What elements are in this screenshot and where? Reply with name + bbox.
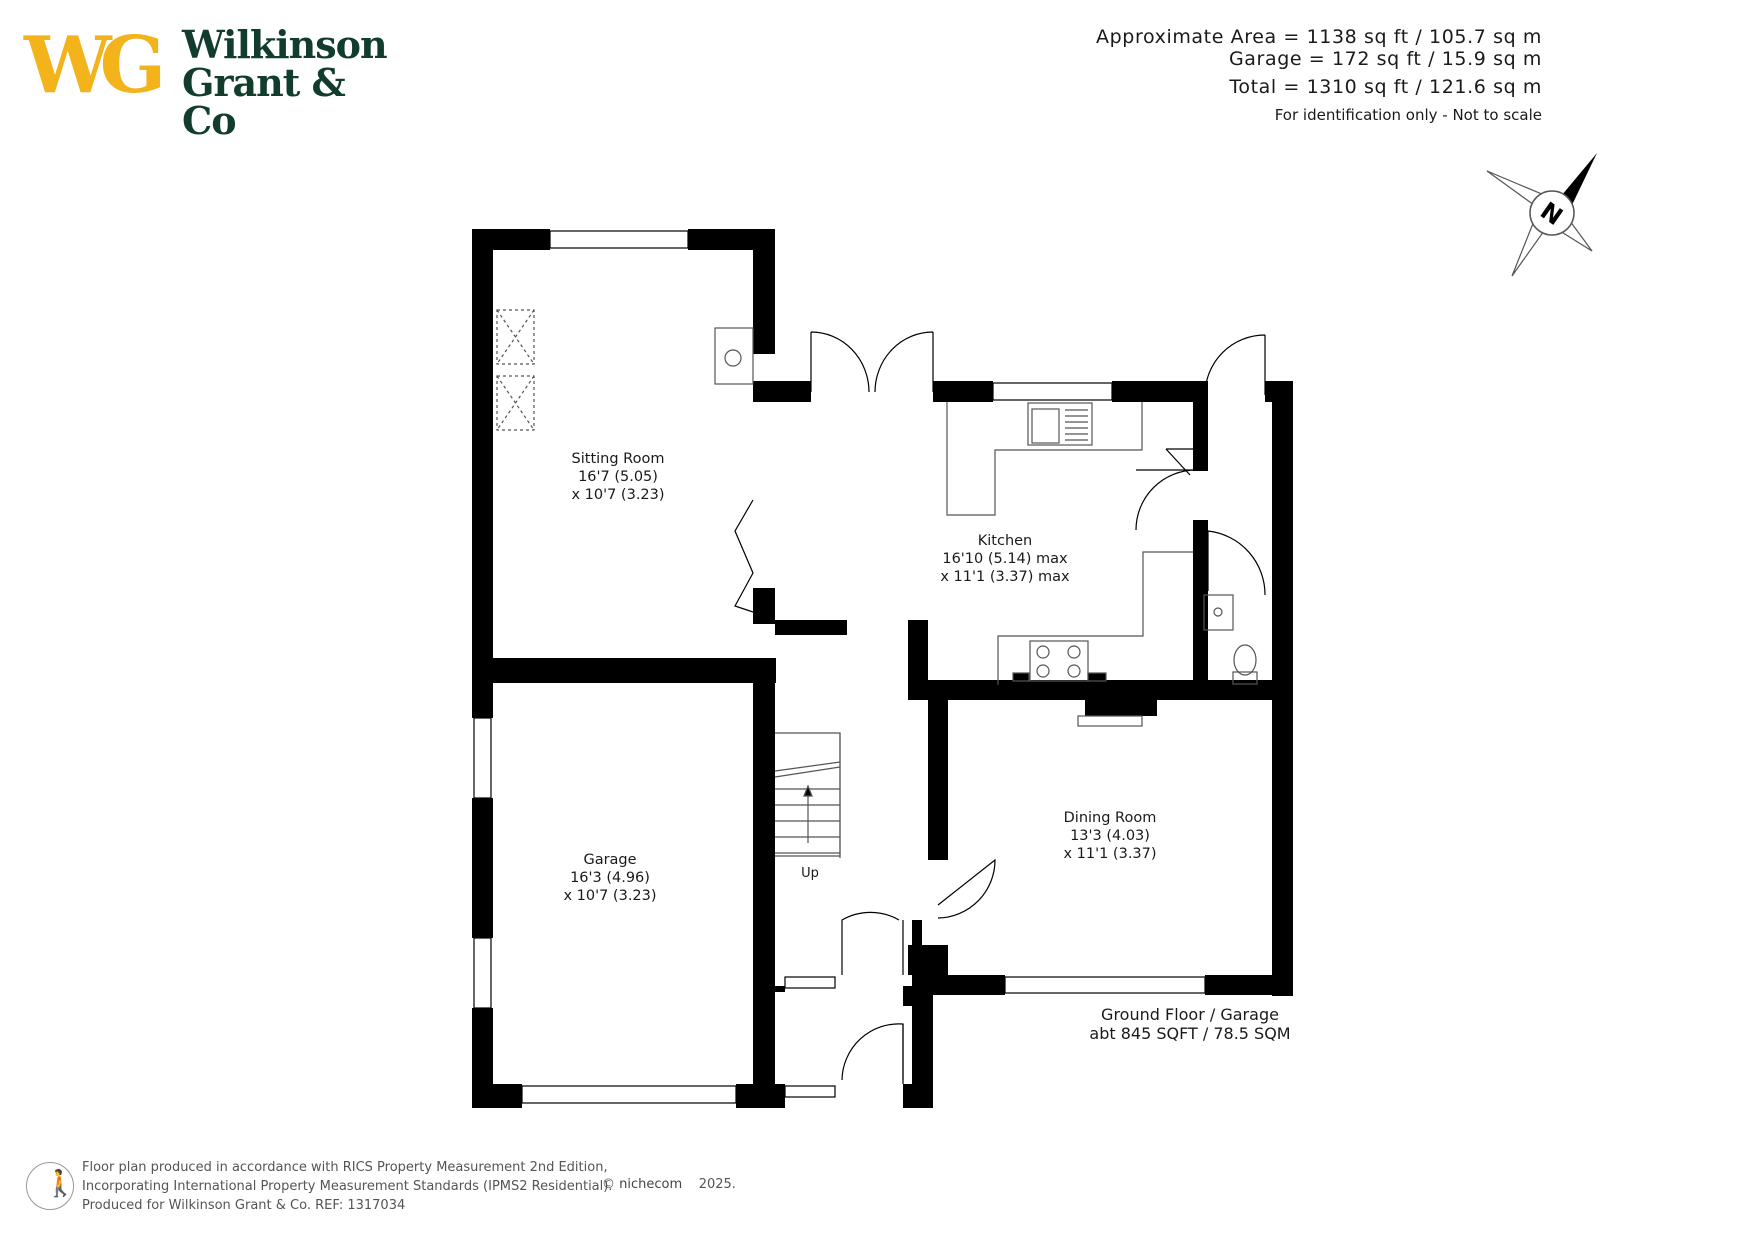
dining-room-dim1: 13'3 (4.03) <box>1070 828 1150 844</box>
person-icon: 🚶 <box>26 1162 76 1210</box>
floor-size: abt 845 SQFT / 78.5 SQM <box>1089 1024 1291 1043</box>
kitchen-label: Kitchen 16'10 (5.14) max x 11'1 (3.37) m… <box>925 532 1085 586</box>
sitting-room-label: Sitting Room 16'7 (5.05) x 10'7 (3.23) <box>553 450 683 504</box>
floor-name: Ground Floor / Garage <box>1101 1005 1279 1024</box>
logo-name-line2: Grant & Co <box>182 60 346 143</box>
kitchen-dim1: 16'10 (5.14) max <box>942 551 1068 567</box>
garage-label: Garage 16'3 (4.96) x 10'7 (3.23) <box>545 851 675 905</box>
footer-line2: Incorporating International Property Mea… <box>82 1179 613 1194</box>
fixtures <box>496 309 1258 858</box>
dining-room-label: Dining Room 13'3 (4.03) x 11'1 (3.37) <box>1045 809 1175 863</box>
sitting-room-name: Sitting Room <box>571 451 665 467</box>
total-area: Total = 1310 sq ft / 121.6 sq m <box>1229 76 1542 98</box>
garage-area: Garage = 172 sq ft / 15.9 sq m <box>1228 48 1542 70</box>
footer-line1: Floor plan produced in accordance with R… <box>82 1160 608 1175</box>
brand-logo: WG Wilkinson Grant & Co <box>24 20 388 140</box>
floor-label: Ground Floor / Garage abt 845 SQFT / 78.… <box>1080 1005 1300 1043</box>
logo-monogram: WG <box>24 20 166 111</box>
dining-room-name: Dining Room <box>1063 810 1157 826</box>
dining-room-dim2: x 11'1 (3.37) <box>1063 846 1157 862</box>
walls <box>472 229 1293 1108</box>
sitting-room-dim1: 16'7 (5.05) <box>578 469 658 485</box>
north-arrow-icon: N <box>1486 153 1597 277</box>
logo-wordmark: Wilkinson Grant & Co <box>182 22 388 143</box>
scale-note: For identification only - Not to scale <box>1274 106 1542 124</box>
logo-name-line1: Wilkinson <box>182 22 388 67</box>
nichecom-logo: nichecom <box>619 1177 683 1192</box>
copyright-year: 2025. <box>698 1177 736 1192</box>
kitchen-dim2: x 11'1 (3.37) max <box>940 569 1070 585</box>
garage-dim2: x 10'7 (3.23) <box>563 888 657 904</box>
stairs-label: Up <box>801 866 819 881</box>
windows <box>473 230 1206 1104</box>
area-summary: Approximate Area = 1138 sq ft / 105.7 sq… <box>1096 26 1542 126</box>
approximate-area: Approximate Area = 1138 sq ft / 105.7 sq… <box>1096 26 1542 48</box>
kitchen-name: Kitchen <box>977 533 1033 549</box>
footer-text: Floor plan produced in accordance with R… <box>82 1158 612 1215</box>
footer-line3: Produced for Wilkinson Grant & Co. REF: … <box>82 1198 406 1213</box>
garage-name: Garage <box>583 852 637 868</box>
sitting-room-dim2: x 10'7 (3.23) <box>571 487 665 503</box>
copyright-notice: © nichecom 2025. <box>602 1177 736 1192</box>
copyright-symbol: © <box>602 1177 615 1192</box>
doors <box>734 331 1266 1084</box>
garage-dim1: 16'3 (4.96) <box>570 870 650 886</box>
